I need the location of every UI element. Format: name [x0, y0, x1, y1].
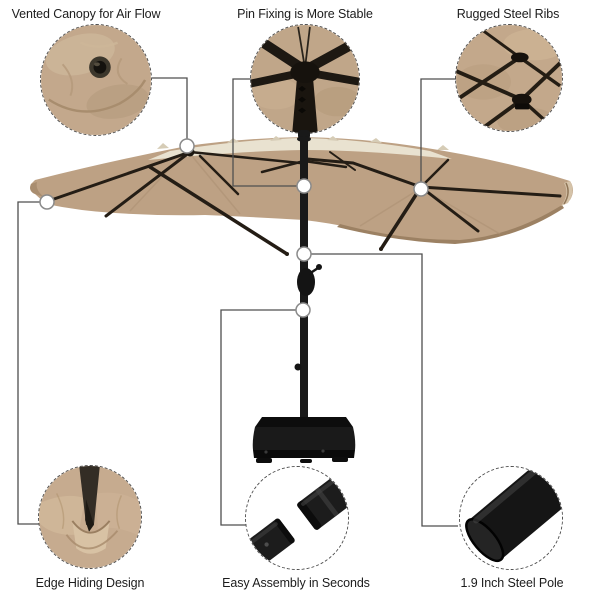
callout-line-steel-pole — [304, 253, 458, 527]
inset-steel-pole — [459, 466, 563, 570]
rib-hub-upper — [510, 52, 529, 63]
pin-fixing-photo — [251, 25, 359, 133]
rib-tip — [79, 466, 100, 525]
edge-hiding-photo — [39, 466, 141, 568]
label-steel-ribs: Rugged Steel Ribs — [456, 7, 560, 21]
marker-edge-hiding — [39, 194, 55, 210]
callout-line-steel-ribs — [420, 78, 456, 189]
label-pin-fixing: Pin Fixing is More Stable — [237, 7, 373, 21]
inset-vented-canopy — [40, 24, 152, 136]
inset-pin-fixing — [250, 24, 360, 134]
label-edge-hiding: Edge Hiding Design — [35, 576, 145, 590]
rib-hub-lower — [511, 93, 532, 106]
marker-steel-pole — [296, 246, 312, 262]
vented-canopy-photo — [41, 25, 151, 135]
umbrella-ribs — [52, 147, 562, 256]
hub-with-pin — [290, 61, 320, 83]
callout-line-pin-fixing — [232, 78, 304, 187]
callout-line-easy-assembly — [220, 309, 303, 526]
callout-line-vented-canopy — [152, 77, 188, 146]
label-easy-assembly: Easy Assembly in Seconds — [222, 576, 370, 590]
crank-handle — [297, 264, 322, 296]
callout-line-edge-hiding — [17, 201, 47, 525]
marker-pin-fixing — [296, 178, 312, 194]
steel-pole-photo — [460, 467, 562, 569]
inset-edge-hiding — [38, 465, 142, 569]
steel-ribs-photo — [456, 25, 562, 131]
pole-segment — [292, 76, 318, 133]
umbrella-base — [252, 417, 356, 463]
height-adjust-knob — [294, 363, 302, 371]
label-vented-canopy: Vented Canopy for Air Flow — [11, 7, 161, 21]
umbrella-pole — [294, 130, 322, 419]
label-steel-pole: 1.9 Inch Steel Pole — [460, 576, 564, 590]
marker-steel-ribs — [413, 181, 429, 197]
marker-easy-assembly — [295, 302, 311, 318]
inset-steel-ribs — [455, 24, 563, 132]
marker-vented-canopy — [179, 138, 195, 154]
pole-cylinder — [465, 467, 562, 563]
